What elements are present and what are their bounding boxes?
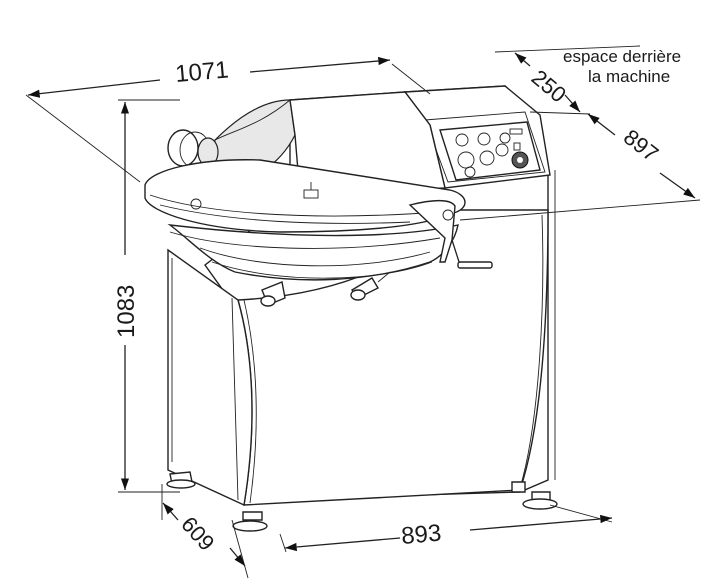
bowl-rim <box>144 159 466 233</box>
rear-space-note-line1: espace derrière <box>563 47 681 66</box>
dimension-base-width: 893 <box>400 520 442 550</box>
dimension-lines <box>25 45 701 579</box>
machine-feet <box>166 471 558 532</box>
control-buttons <box>455 128 529 178</box>
machine-outline <box>144 85 558 532</box>
dimension-top-width: 1071 <box>174 56 230 88</box>
rear-space-note-line2: la machine <box>588 67 670 86</box>
dimension-overall-depth: 897 <box>619 124 663 166</box>
dimension-height: 1083 <box>113 285 140 338</box>
bowl-body <box>167 224 459 281</box>
bowl-support-arms <box>260 271 391 307</box>
tilt-handle-icon <box>408 199 493 269</box>
dimension-rear-space: 250 <box>527 65 571 108</box>
cabinet-side-panel <box>167 248 253 507</box>
control-panel-face <box>439 121 541 181</box>
dimension-base-depth: 609 <box>176 512 219 556</box>
